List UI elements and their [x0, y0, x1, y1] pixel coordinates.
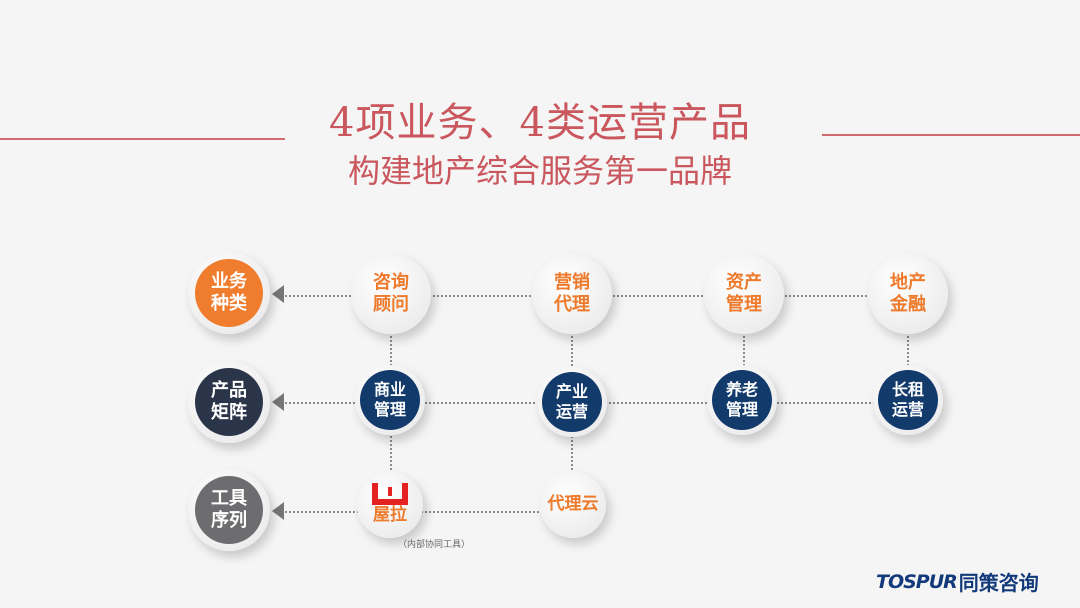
- label: 咨询: [373, 271, 409, 293]
- label: 序列: [211, 510, 247, 531]
- product-elderly-care: 养老管理: [707, 365, 777, 435]
- label: 管理: [373, 400, 406, 419]
- label: 营销: [554, 271, 590, 293]
- business-consulting: 咨询顾问: [351, 254, 431, 334]
- label: 代理: [554, 294, 590, 315]
- title-line-2: 构建地产综合服务第一品牌: [347, 152, 732, 190]
- product-commercial-management: 商业管理: [355, 365, 425, 435]
- wula-logo-icon: [372, 483, 408, 506]
- label: 工具: [211, 487, 247, 509]
- business-asset-management: 资产管理: [704, 254, 784, 334]
- logo-brand: TOSPUR: [876, 570, 958, 593]
- label: 资产: [726, 271, 762, 293]
- label: 代理云: [547, 494, 599, 515]
- divider-right: [822, 134, 1080, 136]
- arrow-left-icon: [272, 502, 284, 520]
- label: 屋拉: [373, 505, 407, 526]
- tospur-logo: TOSPUR 同策咨询: [876, 567, 1039, 596]
- label: 运营: [555, 402, 588, 421]
- label: 金融: [890, 294, 926, 315]
- label: 产业: [555, 382, 588, 401]
- category-tool-series: 工具序列: [188, 469, 270, 551]
- label: 管理: [725, 400, 758, 419]
- tool-agency-cloud: 代理云: [540, 472, 606, 538]
- label: 产品: [211, 379, 247, 401]
- label: 业务: [211, 270, 247, 292]
- logo-name: 同策咨询: [958, 571, 1039, 595]
- arrow-left-icon: [272, 285, 284, 303]
- connector: [285, 511, 575, 513]
- divider-left: [0, 138, 285, 140]
- label: 种类: [211, 293, 247, 314]
- arrow-left-icon: [272, 393, 284, 411]
- business-real-estate-finance: 地产金融: [868, 254, 948, 334]
- category-product-matrix: 产品矩阵: [188, 361, 270, 443]
- tool-wula: 屋拉: [357, 472, 423, 538]
- label: 矩阵: [211, 402, 247, 423]
- product-long-term-rental: 长租运营: [873, 365, 943, 435]
- label: 养老: [725, 380, 758, 399]
- label: 长租: [891, 380, 924, 399]
- category-business-types: 业务种类: [188, 252, 270, 334]
- label: 商业: [373, 380, 406, 399]
- product-industry-operation: 产业运营: [537, 367, 607, 437]
- business-marketing-agency: 营销代理: [532, 254, 612, 334]
- connector: [907, 295, 909, 402]
- tool-note: （内部协同工具）: [398, 540, 471, 550]
- label: 顾问: [373, 294, 409, 315]
- label: 管理: [726, 294, 762, 315]
- label: 运营: [891, 400, 924, 419]
- label: 地产: [890, 271, 926, 293]
- connector: [743, 295, 745, 402]
- title-line-1: 4项业务、4类运营产品: [329, 100, 751, 146]
